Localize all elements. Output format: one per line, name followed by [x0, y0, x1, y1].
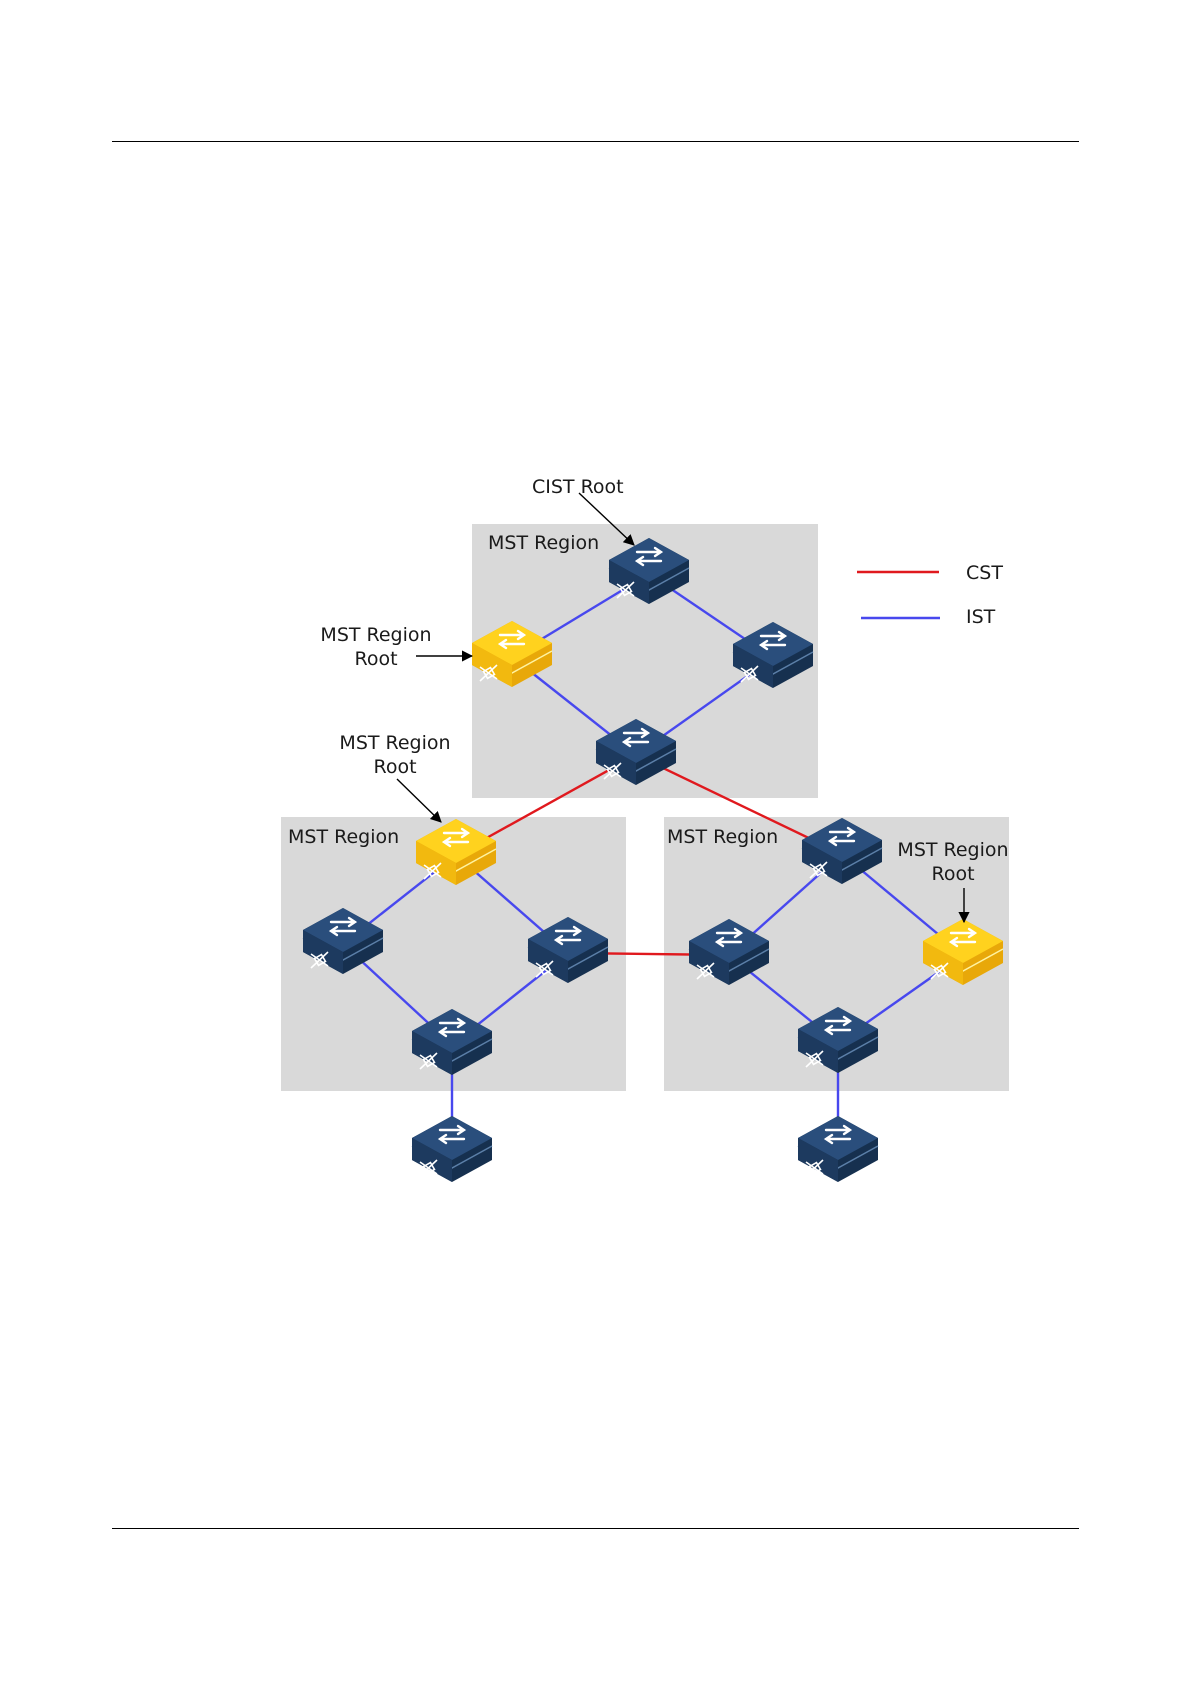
- region-root-label-top-line1: MST Region: [320, 624, 431, 646]
- cist-root-label: CIST Root: [532, 476, 624, 498]
- region-root-label-right-line2: Root: [931, 863, 974, 885]
- legend-cst-label: CST: [966, 562, 1003, 584]
- region-label-right: MST Region: [667, 826, 778, 848]
- region-root-label-left-line1: MST Region: [339, 732, 450, 754]
- arrow-left-region-root: [397, 779, 441, 822]
- region-root-label-top-line2: Root: [354, 648, 397, 670]
- region-root-label-right-line1: MST Region: [897, 839, 1008, 861]
- switch-icon: [412, 1116, 492, 1182]
- legend-ist-label: IST: [966, 606, 996, 628]
- switch-icon: [798, 1116, 878, 1182]
- region-label-top: MST Region: [488, 532, 599, 554]
- region-label-left: MST Region: [288, 826, 399, 848]
- region-root-label-left-line2: Root: [373, 756, 416, 778]
- legend: CST IST: [857, 562, 1003, 628]
